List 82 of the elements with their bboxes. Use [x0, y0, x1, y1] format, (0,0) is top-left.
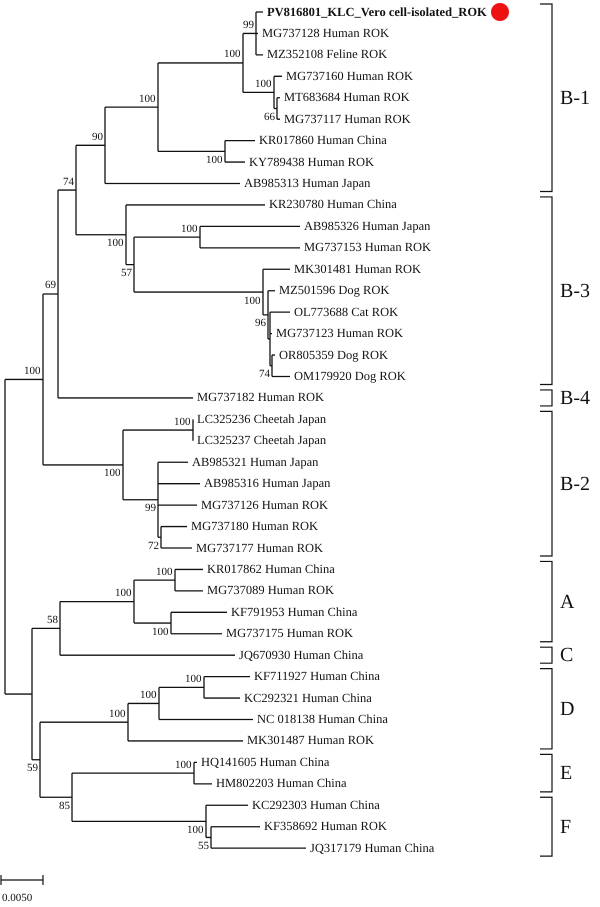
clade-label: B-4	[560, 388, 590, 408]
sequence-label: JQ317179 Human China	[310, 842, 434, 854]
clade-label: B-1	[560, 88, 590, 108]
sequence-label: MG737126 Human ROK	[201, 498, 328, 512]
bootstrap-value: 100	[244, 296, 260, 307]
sequence-label: LC325236 Cheetah Japan	[197, 412, 326, 426]
sequence-label: MG737128 Human ROK	[262, 26, 390, 40]
sequence-label: KC292303 Human China	[252, 798, 380, 812]
bootstrap-value: 100	[206, 154, 222, 166]
sequence-label: KY789438 Human ROK	[249, 156, 374, 168]
sequence-label: OR805359 Dog ROK	[279, 348, 388, 362]
sequence-label: AB985316 Human Japan	[204, 477, 330, 490]
bootstrap-value: 100	[224, 49, 240, 60]
bootstrap-value: 58	[47, 614, 58, 626]
bootstrap-value: 100	[139, 94, 156, 105]
sequence-label: HQ141605 Human China	[201, 756, 330, 768]
sequence-label: AB985313 Human Japan	[244, 177, 370, 190]
bootstrap-value: 100	[187, 824, 204, 836]
sequence-label: JQ670930 Human China	[239, 648, 364, 662]
sequence-label: KR230780 Human China	[269, 198, 397, 211]
sequence-label: MG737180 Human ROK	[191, 520, 318, 533]
sequence-label: HM802203 Human China	[216, 777, 347, 790]
sequence-label: NC 018138 Human China	[257, 713, 388, 726]
bootstrap-value: 100	[255, 78, 272, 90]
sequence-label: MG737117 Human ROK	[284, 112, 411, 126]
sequence-label: MG737177 Human ROK	[196, 542, 324, 554]
bootstrap-value: 100	[174, 416, 190, 428]
bootstrap-value: 90	[92, 132, 103, 143]
bootstrap-value: 100	[175, 760, 192, 771]
clade-label: F	[560, 816, 572, 837]
bootstrap-value: 69	[45, 280, 56, 292]
bootstrap-value: 99	[243, 20, 254, 31]
sequence-label: MK301481 Human ROK	[294, 262, 422, 276]
sequence-label: MG737153 Human ROK	[304, 241, 432, 254]
bootstrap-value: 100	[24, 366, 40, 377]
bootstrap-value: 85	[59, 800, 70, 812]
bootstrap-value: 55	[198, 840, 209, 852]
sequence-label: KF791953 Human China	[231, 606, 358, 618]
sequence-label: AB985321 Human Japan	[192, 456, 318, 468]
sequence-label: MG737160 Human ROK	[286, 70, 414, 82]
bootstrap-value: 100	[181, 224, 198, 235]
bootstrap-value: 99	[145, 503, 156, 514]
sequence-label: MG737182 Human ROK	[197, 391, 324, 404]
sequence-label: KF358692 Human ROK	[264, 820, 387, 833]
bootstrap-value: 100	[185, 674, 202, 685]
sequence-label: MT683684 Human ROK	[284, 91, 410, 104]
sequence-label: KF711927 Human China	[254, 670, 380, 683]
sequence-label: AB985326 Human Japan	[304, 220, 430, 232]
sequence-label: LC325237 Cheetah Japan	[197, 434, 326, 447]
bootstrap-value: 100	[104, 468, 120, 480]
bootstrap-value: 96	[255, 318, 266, 330]
clade-label: D	[560, 698, 574, 719]
sequence-label: MG737175 Human ROK	[226, 627, 354, 640]
bootstrap-value: 74	[259, 369, 270, 380]
bootstrap-value: 100	[109, 708, 126, 720]
sequence-label: MG737089 Human ROK	[207, 584, 334, 597]
sequence-label: MZ352108 Feline ROK	[267, 48, 388, 61]
bootstrap-value: 100	[115, 588, 132, 600]
sequence-label: MG737123 Human ROK	[276, 327, 404, 340]
bootstrap-value: 59	[27, 763, 38, 774]
clade-label: E	[560, 763, 572, 784]
bootstrap-value: 100	[152, 626, 168, 638]
bootstrap-value: 72	[148, 540, 159, 552]
sequence-label: KC292321 Human China	[244, 692, 372, 704]
clade-label: A	[560, 592, 574, 612]
bootstrap-value: 74	[63, 176, 74, 188]
clade-label: C	[560, 645, 574, 666]
sequence-label: KR017862 Human China	[207, 562, 335, 576]
bootstrap-value: 100	[156, 566, 172, 578]
sequence-label: MK301487 Human ROK	[247, 734, 374, 747]
sequence-label: MZ501596 Dog ROK	[279, 284, 390, 297]
bootstrap-value: 57	[121, 268, 132, 280]
sequence-label: OM179920 Dog ROK	[294, 370, 406, 382]
bootstrap-value: 100	[107, 238, 124, 250]
scale-value: 0.0050	[2, 892, 32, 904]
clade-label: B-2	[560, 474, 590, 494]
sequence-label: PV816801_KLC_Vero cell-isolated_ROK	[267, 6, 487, 18]
sequence-label: OL773688 Cat ROK	[294, 306, 398, 318]
clade-label: B-3	[560, 280, 590, 301]
bootstrap-value: 66	[264, 112, 275, 123]
sequence-label: KR017860 Human China	[259, 134, 387, 147]
bootstrap-value: 100	[140, 690, 156, 701]
